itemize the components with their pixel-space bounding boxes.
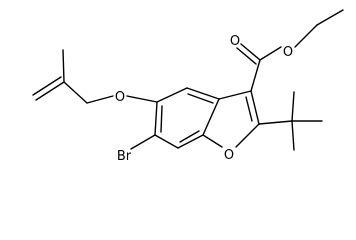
bond-alkene-double-b (32, 76, 62, 96)
bond-c3-c2 (250, 90, 260, 125)
bond-c3a-c7a (202, 98, 220, 136)
bond-ether-oxygen-ch2 (86, 95, 114, 104)
bond-ethyl-to-oxygen (294, 24, 318, 48)
bond-c3-c2-inner (245, 96, 253, 122)
bond-c6-c7 (154, 134, 179, 149)
molecule-diagram: O O O O Br (32, 9, 344, 164)
bond-c7-c7a-inner (179, 130, 200, 143)
bond-furan-oxygen-c7a (202, 134, 223, 148)
bond-ethyl-terminal (316, 9, 344, 26)
bond-c2-quaternary (258, 120, 293, 125)
bond-c5-ether-oxygen (126, 95, 158, 103)
bond-alkene-double-a (35, 81, 65, 101)
bond-tbu-methyl-down (291, 120, 295, 151)
atom-label-allyl-ether-oxygen: O (115, 90, 125, 105)
atom-label-ester-carbonyl-oxygen: O (230, 34, 240, 49)
bond-c5-c6-inner (160, 105, 163, 133)
bond-c3a-c4 (186, 87, 220, 100)
bond-carbonyl-double-b (236, 47, 257, 65)
atom-label-ester-ether-oxygen: O (283, 45, 293, 60)
atom-label-furan-oxygen: O (224, 148, 234, 163)
bond-c4-c5 (156, 87, 188, 103)
bond-ester-oxygen-to-carbonyl (259, 46, 282, 61)
bond-c3a-c4-inner (187, 93, 214, 104)
bond-carbonyl-double-a (240, 43, 261, 61)
bond-tbu-methyl-up (291, 91, 295, 122)
bond-c2-furan-oxygen (235, 123, 260, 148)
bond-ch2-alkene-carbon (63, 81, 88, 104)
bond-c5-c6 (154, 101, 158, 136)
bond-c7-c7a (177, 134, 204, 149)
bond-carbonyl-to-c3 (250, 59, 261, 92)
bond-alkene-methyl (62, 49, 65, 83)
atom-label-bromine: Br (117, 149, 132, 164)
bond-c3-c3a (218, 90, 252, 100)
bond-c6-bromine (130, 134, 156, 150)
